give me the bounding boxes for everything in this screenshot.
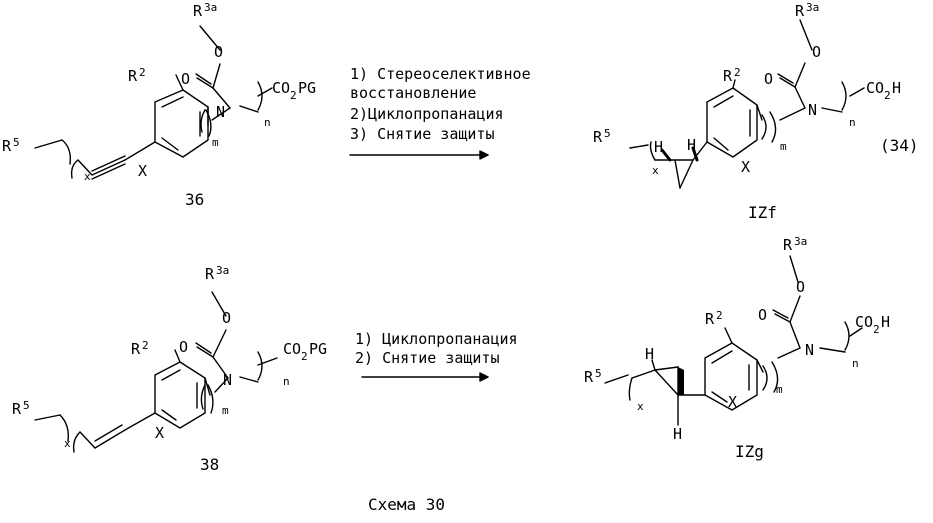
r3a-label-izg-r: R [783,236,793,254]
oxygen-36-ester: O [214,43,223,61]
reaction-1-step-4: 3) Снятие защиты [350,125,495,143]
equation-number: (34) [880,136,919,155]
r5-label-36-r: R [2,137,12,155]
x-atom-izg: X [728,393,737,411]
oxygen-36-carbonyl: O [181,70,190,88]
x-atom-38: X [155,424,164,442]
structure-36-labels: R 3a O O N R 2 X R 5 x m n CO 2 PG 36 [2,1,316,209]
oxygen-38-ester: O [222,309,231,327]
structure-36-bonds [35,26,272,179]
compound-label-izf: IZf [748,203,777,222]
oxygen-izg-carbonyl: O [758,306,767,324]
r3a-label-izf-r: R [795,2,805,20]
r2-label-izf-sup: 2 [734,66,741,79]
subscript-x-izg: x [637,400,644,413]
r2-label-38-r: R [131,340,141,358]
h-izf-left: H [654,138,663,156]
r2-label-izg-r: R [705,310,715,328]
r2-label-36-r: R [128,67,138,85]
reaction-2-step-1: 1) Циклопропанация [355,330,518,348]
structure-izg-labels: R 3a O O N R 2 X R 5 H H x m n CO 2 H IZ… [584,235,890,461]
subscript-m-36: m [212,136,219,149]
compound-label-38: 38 [200,455,219,474]
r2-label-36-sup: 2 [139,66,146,79]
reaction-2-conditions: 1) Циклопропанация 2) Снятие защиты [355,330,518,367]
co2h-izf-co: CO [866,79,884,97]
reaction-1-step-2: восстановление [350,84,476,102]
co2h-izf-h: H [892,79,901,97]
subscript-n-36: n [264,116,271,129]
r2-label-38-sup: 2 [142,339,149,352]
subscript-x-38: x [64,437,71,450]
oxygen-izf-ester: O [812,43,821,61]
nitrogen-izg: N [805,341,814,359]
subscript-m-38: m [222,404,229,417]
r5-label-izf-r: R [593,128,603,146]
r5-label-izg-r: R [584,368,594,386]
x-atom-36: X [138,162,147,180]
co2h-izf-sub: 2 [884,89,891,102]
r3a-label-38-r: R [205,265,215,283]
co2pg-38-pg: PG [309,340,327,358]
structure-38-labels: R 3a O O N R 2 X R 5 x m n CO 2 PG 38 [12,264,327,474]
co2pg-36-co: CO [272,79,290,97]
subscript-m-izg: m [776,383,783,396]
subscript-n-38: n [283,375,290,388]
reaction-1-step-1: 1) Стереоселективное [350,65,531,83]
co2pg-38-co: CO [283,340,301,358]
r2-label-izg-sup: 2 [716,309,723,322]
r3a-label-36-sup: 3a [204,1,217,14]
co2h-izg-h: H [881,313,890,331]
nitrogen-38: N [223,371,232,389]
co2pg-36-pg: PG [298,79,316,97]
scheme-caption: Схема 30 [368,495,445,514]
reaction-1-step-3: 2)Циклопропанация [350,105,504,123]
subscript-n-izg: n [852,357,859,370]
r5-label-izf-sup: 5 [604,127,611,140]
subscript-n-izf: n [849,116,856,129]
subscript-x-izf: x [652,164,659,177]
oxygen-izg-ester: O [796,278,805,296]
h-izf-right: H [687,136,696,154]
co2h-izg-sub: 2 [873,323,880,336]
nitrogen-izf: N [808,101,817,119]
subscript-m-izf: m [780,140,787,153]
subscript-x-36: x [84,170,91,183]
structure-izf-labels: R 3a O O N R 2 X R 5 H H x m n CO 2 H (3… [593,1,919,222]
reaction-2-step-2: 2) Снятие защиты [355,349,500,367]
r5-label-36-sup: 5 [13,136,20,149]
nitrogen-36: N [216,103,225,121]
r2-label-izf-r: R [723,67,733,85]
h-izg-top: H [645,345,654,363]
reaction-1-conditions: 1) Стереоселективное восстановление 2)Ци… [350,65,531,143]
oxygen-izf-carbonyl: O [764,70,773,88]
r3a-label-36-r: R [193,2,203,20]
x-atom-izf: X [741,158,750,176]
r3a-label-izf-sup: 3a [806,1,819,14]
r5-label-38-r: R [12,400,22,418]
r5-label-38-sup: 5 [23,399,30,412]
co2pg-36-sub: 2 [290,89,297,102]
h-izg-bottom: H [673,425,682,443]
co2h-izg-co: CO [855,313,873,331]
co2pg-38-sub: 2 [301,350,308,363]
compound-label-izg: IZg [735,442,764,461]
r3a-label-38-sup: 3a [216,264,229,277]
r5-label-izg-sup: 5 [595,367,602,380]
r3a-label-izg-sup: 3a [794,235,807,248]
oxygen-38-carbonyl: O [179,338,188,356]
compound-label-36: 36 [185,190,204,209]
